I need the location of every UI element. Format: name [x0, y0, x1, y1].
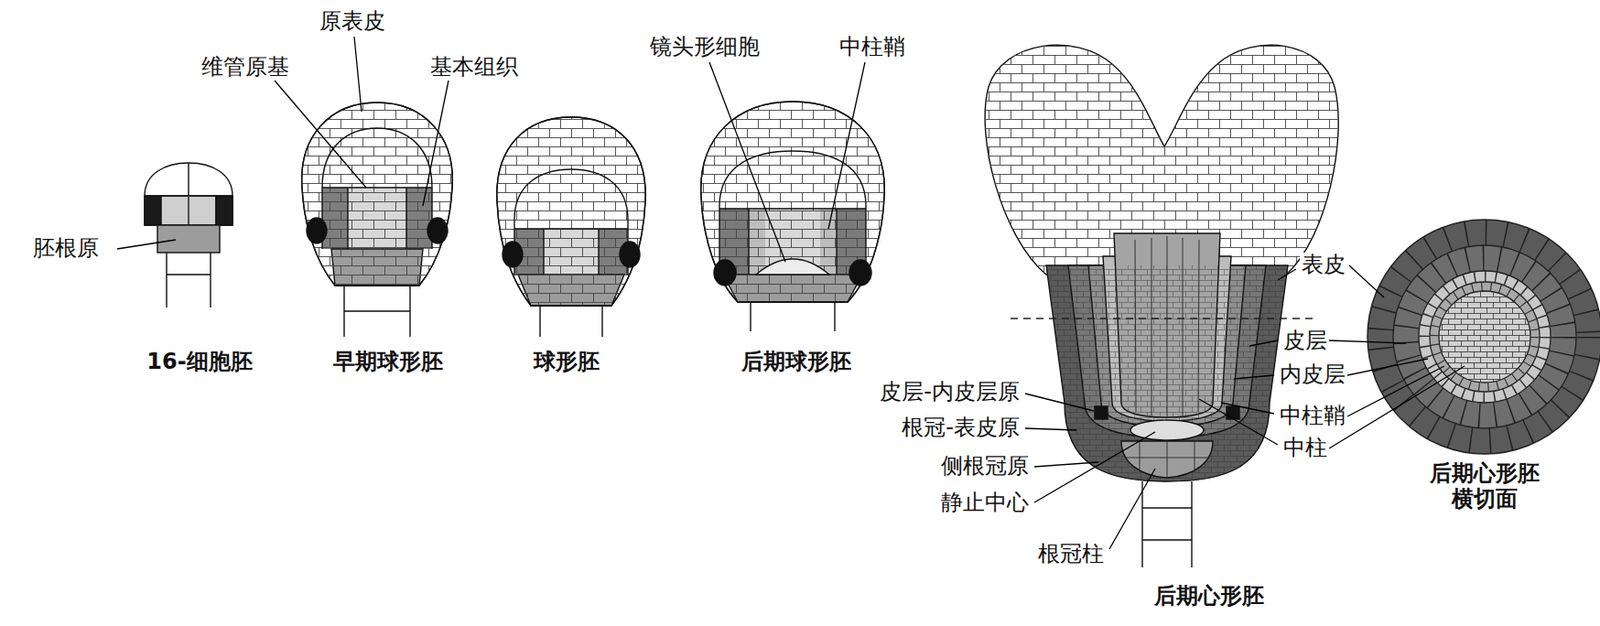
part-label: 胚根原 — [31, 236, 101, 262]
part-label: 皮层-内皮层原 — [877, 379, 1022, 406]
label-holder: 中柱鞘 — [837, 34, 908, 61]
label-holder: 胚根原 — [31, 236, 101, 262]
label-holder: 16-细胞胚 — [144, 349, 254, 376]
stage-label: 后期心形胚 横切面 — [1421, 461, 1548, 512]
label-holder: 早期球形胚 — [331, 349, 445, 376]
late-heart-embryo — [984, 44, 1339, 568]
stage-label: 后期心形胚 — [1152, 583, 1266, 610]
sixteen-cell-embryo — [144, 162, 233, 308]
part-label: 原表皮 — [317, 9, 388, 35]
stage-label: 球形胚 — [531, 349, 602, 376]
label-holder: 根冠柱 — [1036, 541, 1106, 568]
part-label: 中柱鞘 — [1277, 403, 1348, 430]
part-label: 中柱 — [1281, 435, 1330, 462]
part-label: 内皮层 — [1277, 362, 1348, 389]
part-label: 根冠柱 — [1036, 541, 1106, 568]
stage-label: 早期球形胚 — [331, 349, 445, 376]
part-label: 根冠-表皮原 — [899, 415, 1022, 442]
cross-section — [1367, 219, 1600, 455]
label-holder: 后期心形胚 横切面 — [1421, 461, 1548, 512]
part-label: 皮层 — [1281, 328, 1330, 355]
label-holder: 中柱 — [1281, 435, 1330, 462]
label-holder: 表皮 — [1299, 252, 1348, 279]
label-holder: 镜头形细胞 — [648, 34, 762, 61]
leader-lines — [117, 36, 1465, 550]
label-holder: 内皮层 — [1277, 362, 1348, 389]
label-holder: 静止中心 — [939, 490, 1031, 517]
label-holder: 球形胚 — [531, 349, 602, 376]
label-holder: 原表皮 — [317, 9, 388, 35]
part-label: 侧根冠原 — [939, 454, 1031, 480]
early-globular-embryo — [302, 102, 454, 337]
part-label: 表皮 — [1299, 252, 1348, 279]
label-holder: 皮层 — [1281, 328, 1330, 355]
stage-label: 16-细胞胚 — [144, 349, 254, 376]
part-label: 中柱鞘 — [837, 34, 908, 61]
label-holder: 后期球形胚 — [739, 349, 854, 376]
label-holder: 根冠-表皮原 — [899, 415, 1022, 442]
label-holder: 后期心形胚 — [1152, 583, 1266, 610]
section-plane — [1010, 317, 1317, 319]
part-label: 镜头形细胞 — [648, 34, 762, 61]
label-holder: 侧根冠原 — [939, 454, 1031, 480]
part-label: 静止中心 — [939, 490, 1031, 517]
part-label: 维管原基 — [199, 54, 292, 81]
part-label: 基本组织 — [428, 54, 520, 81]
label-holder: 基本组织 — [428, 54, 520, 81]
globular-embryo — [497, 117, 646, 337]
label-holder: 皮层-内皮层原 — [877, 379, 1022, 406]
label-holder: 中柱鞘 — [1277, 403, 1348, 430]
late-globular-embryo — [701, 101, 886, 332]
stage-label: 后期球形胚 — [739, 349, 854, 376]
label-holder: 维管原基 — [199, 54, 292, 81]
